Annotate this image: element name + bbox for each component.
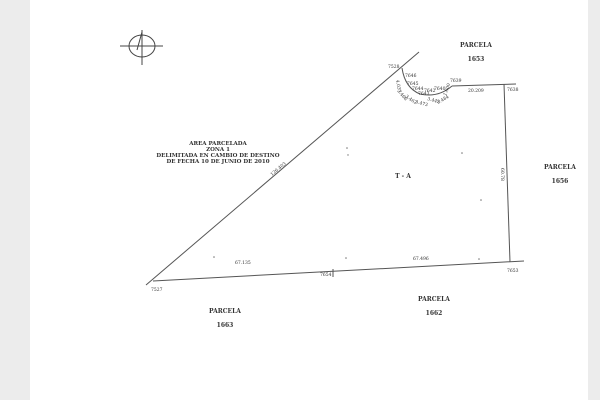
vertex-labels: 7527 7528 7646 7645 7644 7643 7642 7640 … bbox=[151, 64, 519, 293]
vertex-label: 7645 bbox=[407, 81, 419, 87]
parcel-label: PARCELA bbox=[418, 296, 450, 303]
area-label: T - A bbox=[395, 173, 411, 180]
curved-boundary bbox=[401, 67, 453, 96]
vertex-label: 7527 bbox=[151, 287, 163, 293]
distance-label: 3.484 bbox=[436, 94, 450, 106]
distance-label: 67.135 bbox=[235, 260, 251, 266]
vertex-label: 7640 bbox=[434, 86, 446, 92]
vertex-label: 7653 bbox=[507, 268, 519, 274]
parcel-label: PARCELA bbox=[460, 42, 492, 49]
right-boundary bbox=[503, 83, 511, 263]
top-boundary bbox=[451, 83, 517, 87]
distance-label: 67.496 bbox=[413, 256, 429, 262]
vertex-label: 7642 bbox=[424, 88, 436, 94]
distance-label: 20.209 bbox=[468, 88, 484, 94]
parcel-labels: PARCELA 1653 PARCELA 1656 PARCELA 1662 P… bbox=[209, 42, 576, 329]
parcel-boundary bbox=[145, 51, 525, 286]
distance-label: 4.037 bbox=[394, 79, 402, 93]
parcel-label: PARCELA bbox=[544, 164, 576, 171]
distance-label: 126.403 bbox=[269, 161, 287, 178]
survey-page bbox=[30, 0, 588, 400]
parcel-label: PARCELA bbox=[209, 308, 241, 315]
vertex-label: 7638 bbox=[507, 87, 519, 93]
legend-line: AREA PARCELADA bbox=[188, 141, 247, 147]
vertex-label: 7654 bbox=[320, 272, 332, 278]
north-arrow-icon bbox=[120, 30, 163, 65]
legend-line: ZONA 1 bbox=[206, 147, 230, 153]
distance-label: 3.442 bbox=[426, 96, 440, 105]
legend-line: DE FECHA 10 DE JUNIO DE 2010 bbox=[166, 159, 269, 165]
diagonal-boundary bbox=[145, 51, 420, 286]
legend-block: AREA PARCELADA ZONA 1 DELIMITADA EN CAMB… bbox=[156, 141, 279, 165]
legend-line: DELIMITADA EN CAMBIO DE DESTINO bbox=[156, 153, 279, 159]
vertex-label: 7644 bbox=[412, 86, 424, 92]
distance-label: 3.473 bbox=[414, 99, 428, 108]
parcel-number: 1662 bbox=[426, 310, 443, 317]
distance-label: 60.78 bbox=[499, 168, 505, 181]
vertex-label: 7643 bbox=[418, 91, 430, 97]
vertex-label: 7639 bbox=[450, 78, 462, 84]
parcel-number: 1656 bbox=[552, 178, 569, 185]
parcel-number: 1663 bbox=[217, 322, 234, 329]
vertex-label: 7646 bbox=[405, 73, 417, 79]
scan-specks bbox=[213, 147, 482, 260]
parcel-number: 1653 bbox=[468, 56, 485, 63]
vertex-label: 7528 bbox=[388, 64, 400, 70]
bottom-boundary bbox=[152, 260, 525, 282]
distance-label: 1.600 bbox=[442, 82, 452, 96]
distance-labels: 126.403 20.209 60.78 67.135 67.496 4.037… bbox=[235, 79, 505, 266]
